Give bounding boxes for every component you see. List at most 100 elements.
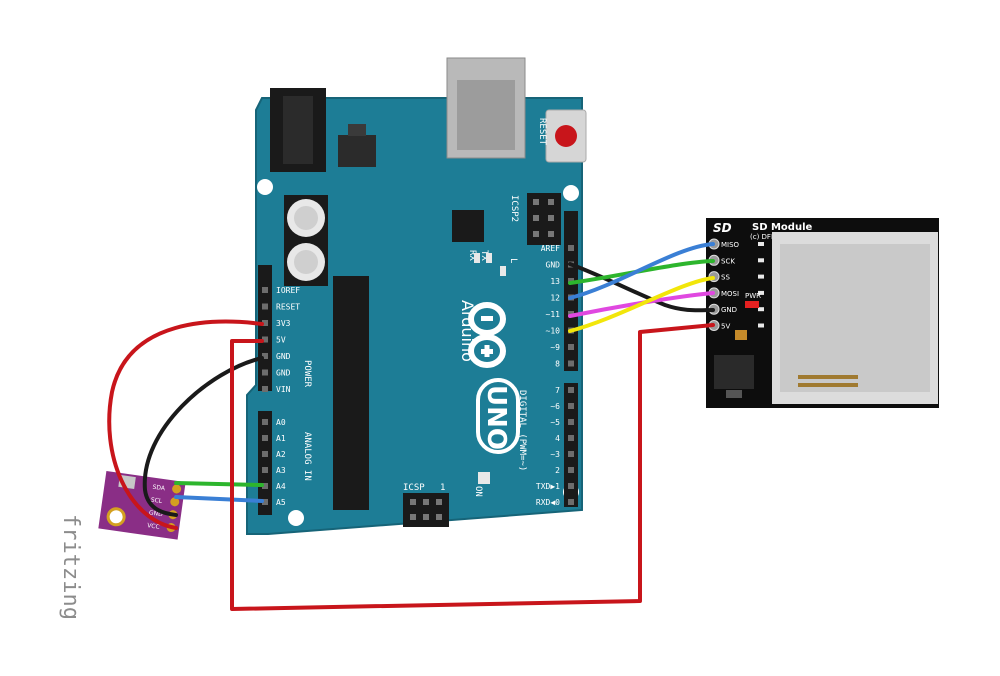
pin-label: RXD◀0 <box>536 498 560 507</box>
atmega-chip <box>333 276 369 510</box>
sd-smd-part <box>758 258 764 263</box>
mounting-hole <box>288 510 304 526</box>
header-pin <box>262 451 268 457</box>
capacitor <box>284 240 328 286</box>
pwr-label: PWR <box>745 292 761 300</box>
pin-label: A1 <box>276 434 286 443</box>
header-pin <box>568 499 574 505</box>
pwr-led <box>745 301 759 308</box>
pin-label: 2 <box>555 466 560 475</box>
on-label: ON <box>473 486 483 497</box>
analog-in-section-label: ANALOG IN <box>302 432 312 481</box>
pin-label: 5V <box>276 336 286 345</box>
pin-label: ~11 <box>546 310 561 319</box>
sd-smd-part <box>758 290 764 295</box>
header-pin <box>262 499 268 505</box>
header-pin <box>262 353 268 359</box>
sd-card-module: SD SD Module (c) DFRobot.com MISOSCKSSMO… <box>706 218 939 408</box>
pin-label: IOREF <box>276 286 300 295</box>
header-pin <box>568 245 574 251</box>
icsp-header <box>403 493 449 527</box>
sensor-pin <box>170 497 180 507</box>
sensor-pin-label: SCL <box>150 496 163 505</box>
wire-blue-a5-to-scl <box>174 495 264 503</box>
wire-black-gnd-to-sensor-gnd <box>142 356 264 517</box>
pin-label: ~3 <box>550 450 560 459</box>
sd-pin-label: SCK <box>721 257 735 265</box>
power-section-label: POWER <box>302 360 312 388</box>
arduino-brand-text: Arduino <box>458 300 477 362</box>
pin-label: TXD▶1 <box>536 482 560 491</box>
pin-label: AREF <box>541 244 560 253</box>
pin-label: ~10 <box>546 327 561 336</box>
wire-black-gnd-to-sd-gnd <box>568 262 715 313</box>
pin-label: GND <box>276 352 291 361</box>
pin-label: A2 <box>276 450 286 459</box>
pin-label: A4 <box>276 482 286 491</box>
rx-label: RX <box>467 250 477 261</box>
fritzing-watermark: fritzing <box>58 514 83 620</box>
header-pin <box>262 287 268 293</box>
analog-header <box>258 411 272 515</box>
sd-pin-label: GND <box>721 306 737 314</box>
tx-label: TX <box>479 250 489 261</box>
header-pin <box>262 303 268 310</box>
arduino-infinity-logo <box>468 302 506 368</box>
sensor-pin-label: GND <box>149 509 164 518</box>
pin-label: A0 <box>276 418 286 427</box>
pin-label: ~9 <box>550 343 560 352</box>
wire-yellow-10-to-ss <box>568 276 715 333</box>
header-pin <box>262 419 268 425</box>
header-pin <box>262 369 268 376</box>
arduino-uno-board: RESET ICSP2 TX RX L <box>246 57 587 535</box>
pin-label: 3V3 <box>276 319 291 328</box>
pin-label: 12 <box>550 294 560 303</box>
pin-label: VIN <box>276 385 291 394</box>
pin-label: 4 <box>555 434 560 443</box>
pin-label: 7 <box>555 386 560 395</box>
digital-section-label: DIGITAL (PWM=~) <box>517 390 527 471</box>
sensor-pin-label: VCC <box>147 522 160 531</box>
sd-regulator <box>714 355 754 389</box>
l-label: L <box>508 258 518 263</box>
wires <box>107 242 715 611</box>
sd-smd-part <box>758 274 764 279</box>
header-pin <box>262 483 268 489</box>
wire-red-5v-to-sd-5v <box>230 323 715 611</box>
wire-red-3v3-to-sensor-vcc <box>107 319 264 530</box>
sd-pin-label: MOSI <box>721 290 739 298</box>
icsp-label: ICSP <box>403 483 425 493</box>
header-pin <box>568 483 574 489</box>
sd-logo: SD <box>713 221 732 235</box>
sensor-pin-labels: SDA SCL GND VCC <box>147 484 182 533</box>
sd-smd-part <box>758 323 764 328</box>
reset-label: RESET <box>537 118 547 146</box>
header-pin <box>262 386 268 392</box>
sensor-mounting-hole <box>106 507 126 527</box>
wire-blue-12-to-miso <box>568 242 715 300</box>
uno-badge: UNO <box>476 378 520 454</box>
i2c-sensor-breakout: SDA SCL GND VCC <box>98 470 186 540</box>
sd-pin-label: MISO <box>721 241 740 249</box>
wire-green-a4-to-sda <box>174 481 264 487</box>
sd-smd-part <box>758 307 764 312</box>
sensor-pin-label: SDA <box>152 484 166 493</box>
svg-text:UNO: UNO <box>481 385 511 450</box>
pin-label: A5 <box>276 498 286 507</box>
pin-label: RESET <box>276 303 300 312</box>
header-pin <box>568 403 574 409</box>
pin-label: A3 <box>276 466 286 475</box>
header-pin <box>568 360 574 367</box>
icsp2-label: ICSP2 <box>509 195 519 222</box>
icsp2-header <box>527 193 561 245</box>
pin-label: 13 <box>550 277 560 286</box>
mounting-hole <box>563 185 579 201</box>
header-pin <box>568 435 574 441</box>
header-pin <box>568 467 574 473</box>
reset-button-cap[interactable] <box>555 125 577 147</box>
sd-module-title: SD Module <box>752 222 813 233</box>
